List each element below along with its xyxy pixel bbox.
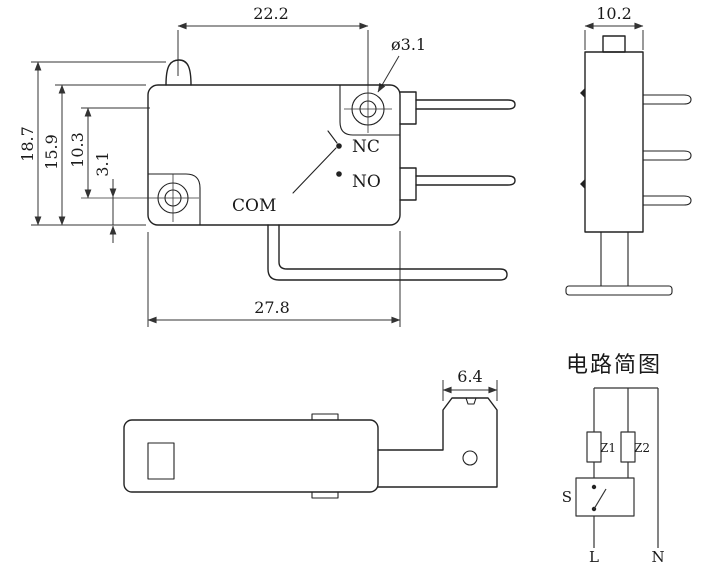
com-label: COM [232,196,276,216]
side-pin-1 [642,94,692,105]
dim-label-body-width: 27.8 [254,298,290,317]
line-terminal-label: L [589,548,599,566]
no-terminal-tab [399,167,417,201]
side-pin-3 [642,195,692,206]
body-outline [147,84,401,226]
bottom-body-outline [123,419,379,493]
switch-box [575,477,635,517]
mount-boss-top-right [339,84,401,136]
dim-label-total-height: 18.7 [18,126,37,162]
dim-label-hole-offset: 3.1 [93,151,112,176]
bottom-rib [311,491,339,499]
nc-terminal-pin [415,99,516,110]
side-body-outline [584,51,644,233]
switch-blade [593,488,607,510]
component-z2 [620,431,636,463]
z1-label: Z1 [600,441,616,455]
plunger-button [165,59,192,86]
switch-contact-top [591,484,597,490]
dim-hole-spacing-h: 22.2 [177,4,369,86]
nc-contact [336,143,342,149]
switch-label: S [562,488,572,506]
dim-body-width: 27.8 [147,231,401,327]
dim-total-height: 18.7 [18,61,166,226]
com-terminal [267,224,508,281]
side-com-foot [565,285,673,296]
no-terminal-pin [415,175,516,186]
circuit-diagram: 电路简图 Z1 Z2 S L N [562,353,665,566]
case-nub-top [580,88,585,98]
dim-hole-diameter: ø3.1 [377,35,426,93]
circuit-title: 电路简图 [566,353,662,378]
nc-label: NC [352,137,380,157]
front-view: 22.2 ø3.1 18.7 15.9 10.3 [18,4,516,327]
contact-spring [327,130,338,144]
leader-line [377,55,400,93]
plunger-window [147,442,175,480]
no-contact [336,171,342,177]
dim-label-hole-spacing-h: 22.2 [253,4,289,23]
lever [292,147,337,194]
dim-body-depth: 10.2 [584,4,644,50]
switch-body: NC NO COM [81,59,516,281]
dim-label-body-depth: 10.2 [596,4,632,23]
side-pin-2 [642,150,692,161]
dim-label-hole-dia: ø3.1 [391,35,426,54]
dim-body-height: 15.9 [42,84,146,226]
mount-boss-bottom-left [147,173,201,226]
side-view: 10.2 [565,4,692,296]
dim-tab-width: 6.4 [442,367,498,401]
blade-dimple [465,397,477,405]
side-plunger [602,35,626,53]
dim-hole-offset: 3.1 [93,151,117,243]
dim-hole-spacing-v: 10.3 [68,107,150,199]
blade-hole [462,450,478,466]
no-label: NO [352,172,381,192]
dim-label-hole-spacing-v: 10.3 [68,132,87,168]
circuit-wires [593,387,659,548]
component-z1 [586,431,602,463]
z2-label: Z2 [634,441,650,455]
bottom-view: 6.4 [123,367,498,499]
dim-label-tab-width: 6.4 [457,367,482,386]
case-nub-bottom [580,179,585,189]
nc-terminal-tab [399,91,417,125]
com-blade [377,397,498,488]
neutral-terminal-label: N [651,548,664,566]
dim-label-body-height: 15.9 [42,134,61,170]
top-rib [311,413,339,421]
